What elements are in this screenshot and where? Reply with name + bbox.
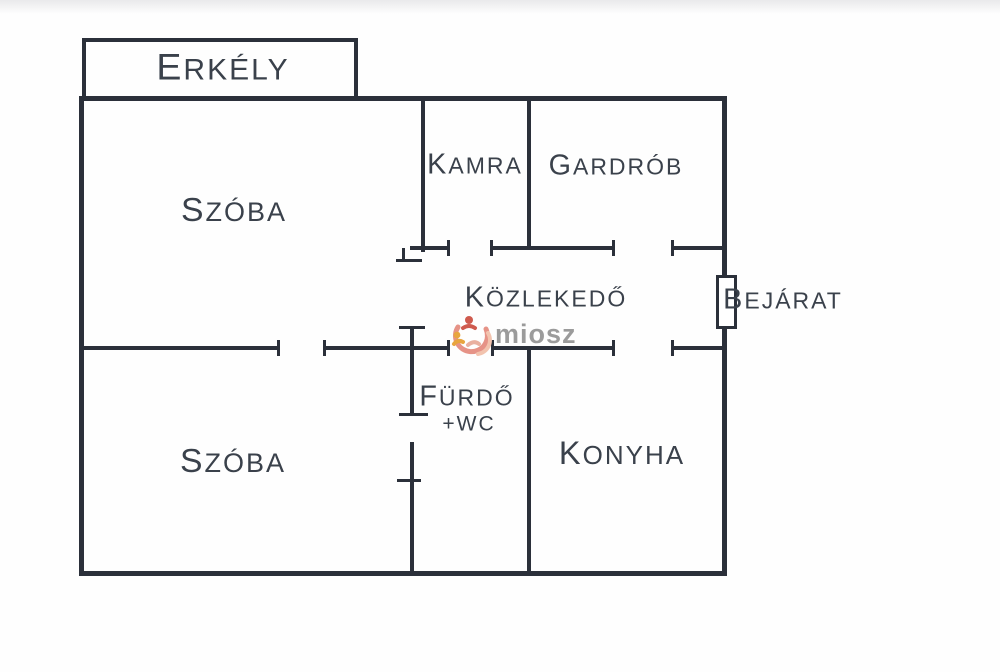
- door-jamb-tick: [491, 340, 494, 356]
- wall-hallway-bottom-d: [671, 346, 725, 350]
- wall-hallway-bottom-b: [323, 346, 450, 350]
- room-label-wc: +WC: [442, 412, 496, 436]
- wall-outer-top: [79, 96, 727, 101]
- wall-balcony-right: [354, 38, 358, 98]
- room-label-erkely: ERKÉLY: [156, 45, 290, 88]
- top-fade-band: [0, 0, 1000, 14]
- wall-hallway-bottom-c: [491, 346, 615, 350]
- door-jamb-tick: [447, 240, 450, 256]
- wall-hallway-top-a: [410, 246, 450, 250]
- room-label-konyha: KONYHA: [558, 434, 686, 471]
- door-jamb-tick: [399, 413, 428, 416]
- wall-outer-left: [79, 96, 84, 576]
- wall-balcony-left: [82, 38, 86, 98]
- door-jamb-tick: [397, 479, 421, 482]
- room-label-kamra: KAMRA: [427, 148, 523, 181]
- door-jamb-tick: [399, 326, 425, 329]
- watermark: miosz: [448, 313, 576, 363]
- wall-gardrob-left: [527, 96, 531, 250]
- wall-outer-right-upper: [722, 96, 727, 277]
- door-jamb-tick: [402, 248, 405, 262]
- wall-outer-right-lower: [722, 328, 727, 576]
- room-label-szoba-bottom: SZÓBA: [179, 442, 287, 481]
- door-jamb-tick: [490, 240, 493, 256]
- wall-balcony-top: [82, 38, 358, 42]
- wall-furdo-left-upper: [410, 328, 414, 416]
- watermark-text: miosz: [495, 319, 577, 349]
- wall-kamra-left: [421, 96, 425, 252]
- door-jamb-tick: [396, 259, 422, 262]
- wall-outer-bottom: [79, 571, 727, 576]
- door-jamb-tick: [447, 340, 450, 356]
- door-jamb-tick: [612, 240, 615, 256]
- door-jamb-tick: [612, 340, 615, 356]
- wall-hallway-top-b: [490, 246, 615, 250]
- room-label-furdo: FÜRDŐ: [419, 380, 515, 413]
- door-jamb-tick: [671, 240, 674, 256]
- door-jamb-tick: [277, 340, 280, 356]
- wall-hallway-top-c: [671, 246, 725, 250]
- room-label-gardrob: GARDRÓB: [548, 149, 684, 182]
- room-label-bejarat: BEJÁRAT: [723, 283, 843, 316]
- wall-furdo-left-lower: [410, 442, 414, 573]
- door-jamb-tick: [323, 340, 326, 356]
- door-jamb-tick: [671, 340, 674, 356]
- wall-konyha-left: [527, 346, 531, 574]
- room-label-kozlekedo: KÖZLEKEDŐ: [464, 281, 628, 314]
- miosz-logo-icon: [452, 316, 492, 356]
- entrance-door: [716, 275, 737, 329]
- room-label-szoba-top: SZÓBA: [180, 191, 288, 230]
- wall-hallway-bottom-a: [79, 346, 280, 350]
